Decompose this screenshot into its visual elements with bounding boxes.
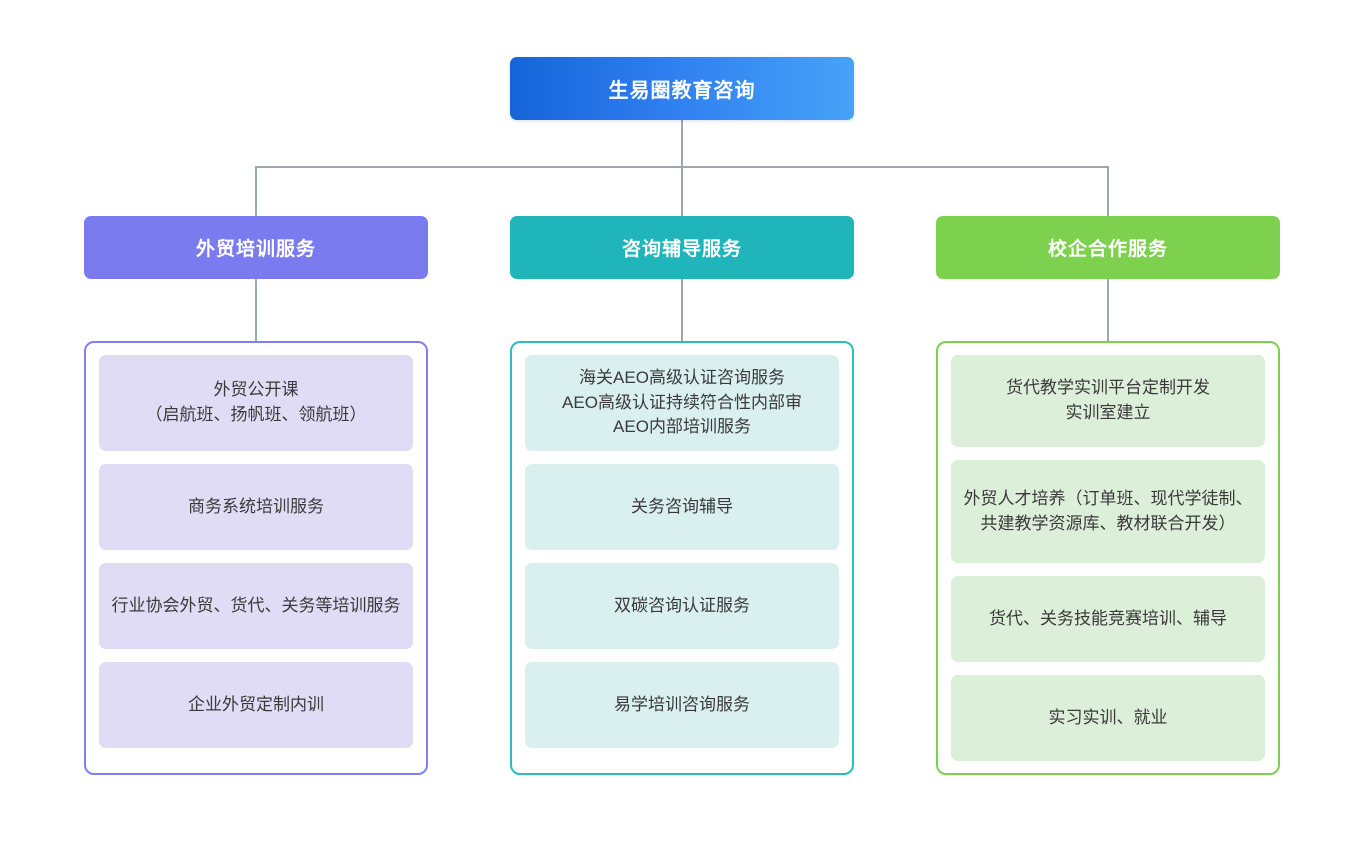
service-card[interactable]: 行业协会外贸、货代、关务等培训服务 (99, 563, 413, 649)
service-card[interactable]: 外贸人才培养（订单班、现代学徒制、共建教学资源库、教材联合开发） (951, 459, 1265, 564)
branch-header-consulting-tutoring[interactable]: 咨询辅导服务 (510, 216, 854, 279)
service-card[interactable]: 商务系统培训服务 (99, 464, 413, 550)
root-node-label: 生易圈教育咨询 (608, 80, 756, 102)
branch-header-school-enterprise-cooperation[interactable]: 校企合作服务 (936, 216, 1280, 279)
connector-root-stem (681, 120, 683, 167)
service-card[interactable]: 货代、关务技能竞赛培训、辅导 (951, 576, 1265, 663)
connector-header-to-body-3 (1107, 279, 1109, 341)
branch-column-school-enterprise-cooperation: 校企合作服务 货代教学实训平台定制开发 实训室建立 外贸人才培养（订单班、现代学… (936, 216, 1280, 775)
service-card[interactable]: 海关AEO高级认证咨询服务 AEO高级认证持续符合性内部审 AEO内部培训服务 (525, 355, 839, 451)
root-node[interactable]: 生易圈教育咨询 (510, 57, 854, 120)
branch-column-consulting-tutoring: 咨询辅导服务 海关AEO高级认证咨询服务 AEO高级认证持续符合性内部审 AEO… (510, 216, 854, 775)
connector-drop-branch-1 (255, 166, 257, 216)
service-card[interactable]: 实习实训、就业 (951, 675, 1265, 761)
branch-column-foreign-trade-training: 外贸培训服务 外贸公开课 （启航班、扬帆班、领航班） 商务系统培训服务 行业协会… (84, 216, 428, 775)
service-card[interactable]: 关务咨询辅导 (525, 464, 839, 550)
branch-body-school-enterprise-cooperation: 货代教学实训平台定制开发 实训室建立 外贸人才培养（订单班、现代学徒制、共建教学… (936, 341, 1280, 775)
branch-header-label: 外贸培训服务 (195, 239, 316, 260)
connector-horizontal-bus (255, 166, 1108, 168)
branch-body-consulting-tutoring: 海关AEO高级认证咨询服务 AEO高级认证持续符合性内部审 AEO内部培训服务 … (510, 341, 854, 775)
service-card[interactable]: 货代教学实训平台定制开发 实训室建立 (951, 355, 1265, 447)
connector-drop-branch-3 (1107, 166, 1109, 216)
branch-body-foreign-trade-training: 外贸公开课 （启航班、扬帆班、领航班） 商务系统培训服务 行业协会外贸、货代、关… (84, 341, 428, 775)
branch-header-label: 咨询辅导服务 (621, 239, 742, 260)
connector-drop-branch-2 (681, 166, 683, 216)
branch-header-foreign-trade-training[interactable]: 外贸培训服务 (84, 216, 428, 279)
branch-header-label: 校企合作服务 (1047, 239, 1168, 260)
connector-header-to-body-1 (255, 279, 257, 341)
service-card[interactable]: 易学培训咨询服务 (525, 662, 839, 748)
service-card[interactable]: 外贸公开课 （启航班、扬帆班、领航班） (99, 355, 413, 451)
service-card[interactable]: 企业外贸定制内训 (99, 662, 413, 748)
connector-header-to-body-2 (681, 279, 683, 341)
service-card[interactable]: 双碳咨询认证服务 (525, 563, 839, 649)
